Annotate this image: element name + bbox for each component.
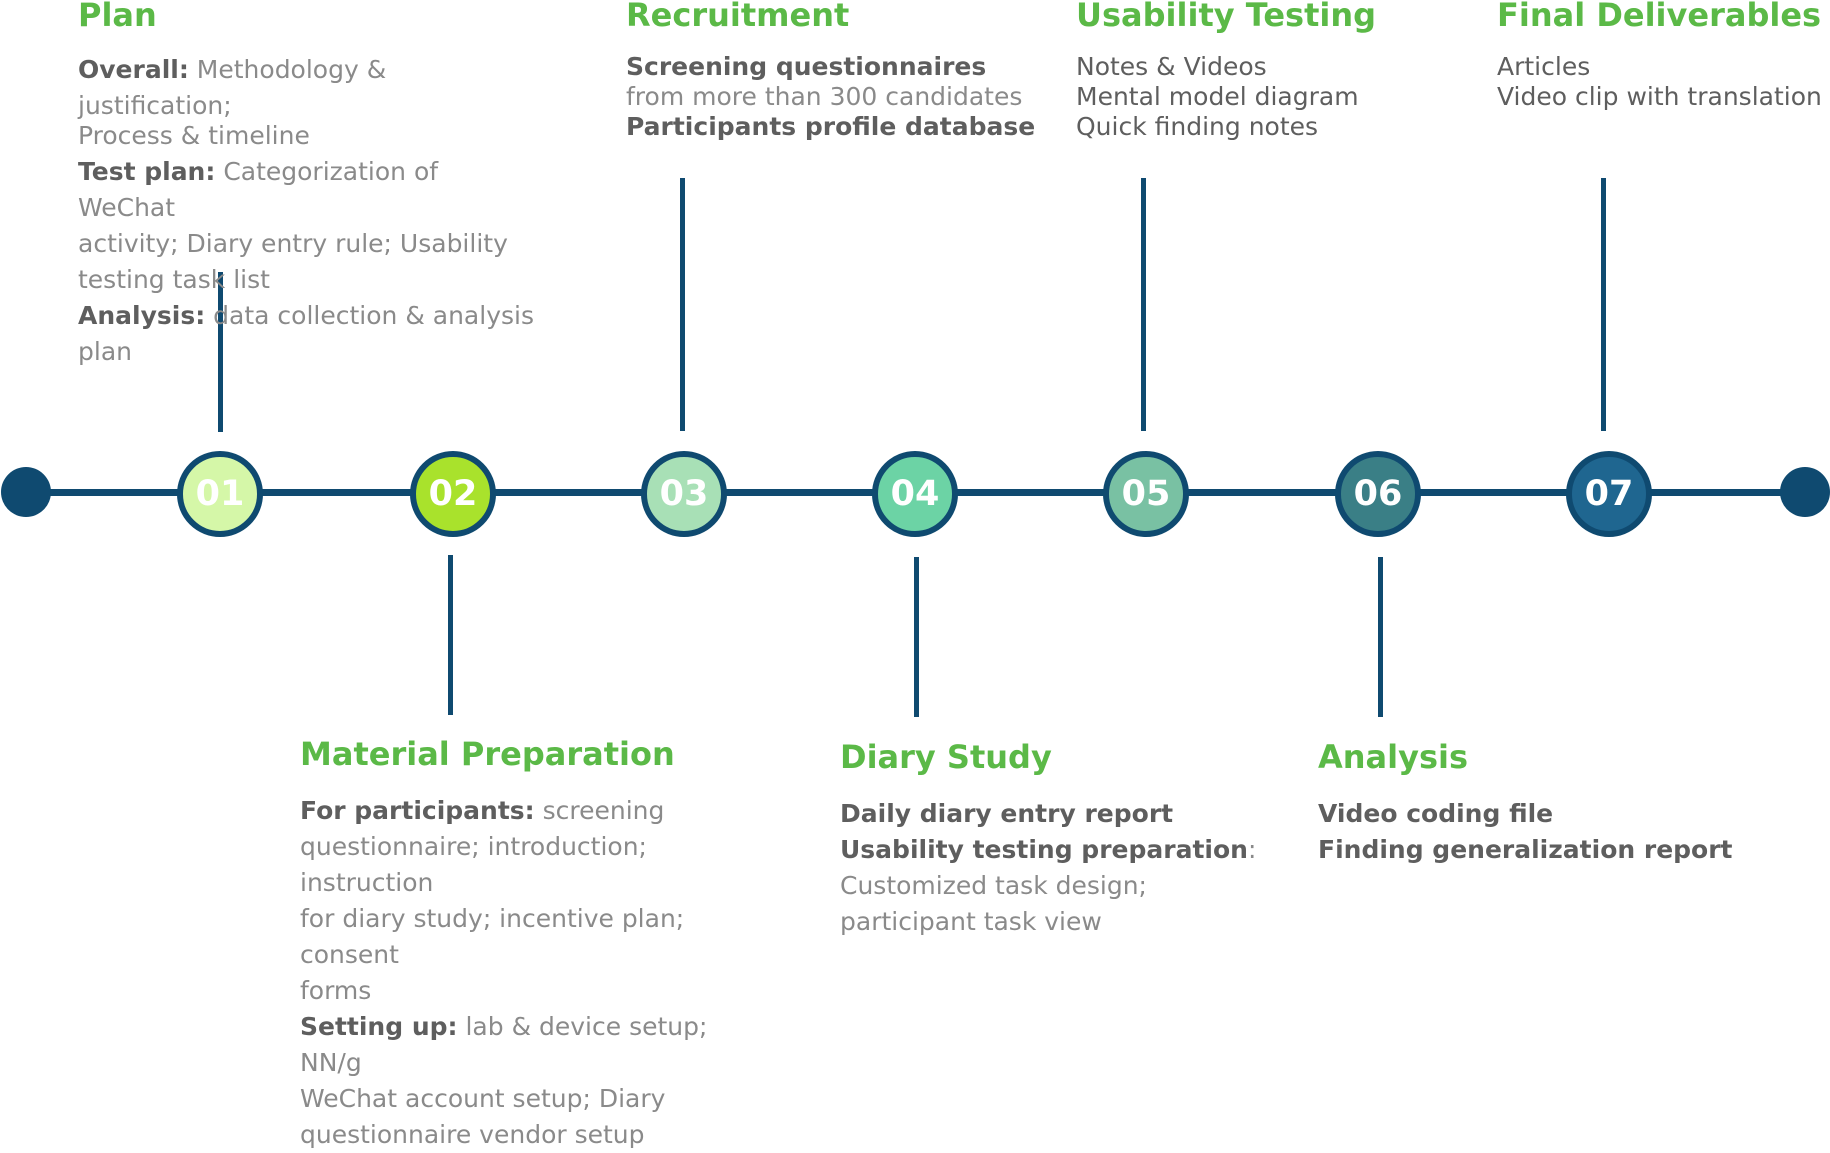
diary-description: Daily diary entry report Usability testi… — [840, 796, 1260, 940]
usability-line1: Notes & Videos — [1076, 52, 1267, 81]
plan-analysis-text: data collection & analysis plan — [78, 301, 534, 366]
material-setup-text3: questionnaire vendor setup — [300, 1120, 645, 1149]
plan-overall-line: Overall: Methodology & justification; — [78, 52, 538, 124]
plan-testplan-text3: testing task list — [78, 265, 270, 294]
plan-testplan-text: Categorization of WeChat — [78, 157, 439, 222]
analysis-description: Video coding file Finding generalization… — [1318, 796, 1738, 868]
recruitment-line3: Participants profile database — [626, 112, 1046, 142]
timeline-start-cap — [1, 467, 51, 517]
diary-line1: Daily diary entry report — [840, 796, 1260, 832]
material-participants-text4: forms — [300, 976, 372, 1005]
step-04-circle: 04 — [872, 451, 958, 537]
material-title: Material Preparation — [300, 735, 675, 773]
plan-analysis-label: Analysis: — [78, 301, 206, 330]
analysis-line2: Finding generalization report — [1318, 832, 1738, 868]
analysis-line2-text: Finding generalization report — [1318, 835, 1733, 864]
connector-06 — [1378, 557, 1383, 717]
connector-03 — [680, 178, 685, 431]
recruitment-line1-text: Screening questionnaires — [626, 52, 987, 81]
step-05-circle: 05 — [1103, 451, 1189, 537]
connector-04 — [914, 557, 919, 717]
diary-title: Diary Study — [840, 738, 1052, 776]
material-participants-line: For participants: screening — [300, 793, 760, 829]
diary-line1-text: Daily diary entry report — [840, 799, 1174, 828]
material-setup-line: Setting up: lab & device setup; NN/g — [300, 1009, 760, 1081]
step-number: 02 — [428, 474, 478, 514]
plan-overall-text2: Process & timeline — [78, 121, 310, 150]
final-description: Articles Video clip with translation — [1497, 52, 1827, 112]
final-title: Final Deliverables — [1497, 0, 1822, 34]
step-number: 05 — [1121, 474, 1171, 514]
timeline-end-cap — [1780, 467, 1830, 517]
usability-description: Notes & Videos Mental model diagram Quic… — [1076, 52, 1436, 142]
recruitment-description: Screening questionnaires from more than … — [626, 52, 1046, 142]
plan-title: Plan — [78, 0, 157, 34]
diary-line2: Usability testing preparation: — [840, 832, 1260, 868]
usability-line3: Quick finding notes — [1076, 112, 1319, 141]
material-setup-label: Setting up: — [300, 1012, 458, 1041]
usability-title: Usability Testing — [1076, 0, 1377, 34]
plan-overall-text: Methodology & justification; — [78, 55, 387, 120]
plan-testplan-line: Test plan: Categorization of WeChat — [78, 154, 538, 226]
plan-overall-label: Overall: — [78, 55, 189, 84]
recruitment-line1: Screening questionnaires — [626, 52, 1046, 82]
step-02-circle: 02 — [410, 451, 496, 537]
material-description: For participants: screening questionnair… — [300, 793, 760, 1153]
plan-description: Overall: Methodology & justification; Pr… — [78, 52, 538, 370]
material-participants-text: screening — [542, 796, 665, 825]
step-number: 03 — [659, 474, 709, 514]
step-03-circle: 03 — [641, 451, 727, 537]
material-participants-text3: for diary study; incentive plan; consent — [300, 904, 685, 969]
step-number: 04 — [890, 474, 940, 514]
diary-line4: participant task view — [840, 907, 1102, 936]
material-participants-text2: questionnaire; introduction; instruction — [300, 832, 647, 897]
plan-testplan-label: Test plan: — [78, 157, 216, 186]
diary-line3: Customized task design; — [840, 871, 1147, 900]
step-06-circle: 06 — [1335, 451, 1421, 537]
diary-line2-label: Usability testing preparation — [840, 835, 1248, 864]
connector-01 — [218, 272, 223, 432]
step-number: 01 — [195, 474, 245, 514]
recruitment-title: Recruitment — [626, 0, 850, 34]
plan-testplan-text2: activity; Diary entry rule; Usability — [78, 229, 508, 258]
final-line1: Articles — [1497, 52, 1591, 81]
recruitment-line2: from more than 300 candidates — [626, 82, 1023, 111]
step-07-circle: 07 — [1566, 451, 1652, 537]
analysis-title: Analysis — [1318, 738, 1469, 776]
step-number: 07 — [1584, 474, 1634, 514]
diary-line2-suffix: : — [1247, 835, 1257, 864]
final-line2: Video clip with translation — [1497, 82, 1822, 111]
connector-07 — [1601, 178, 1606, 431]
connector-05 — [1141, 178, 1146, 431]
material-setup-text2: WeChat account setup; Diary — [300, 1084, 666, 1113]
connector-02 — [448, 555, 453, 715]
analysis-line1: Video coding file — [1318, 796, 1738, 832]
usability-line2: Mental model diagram — [1076, 82, 1359, 111]
material-participants-label: For participants: — [300, 796, 535, 825]
analysis-line1-text: Video coding file — [1318, 799, 1554, 828]
recruitment-line3-text: Participants profile database — [626, 112, 1036, 141]
plan-analysis-line: Analysis: data collection & analysis pla… — [78, 298, 538, 370]
step-01-circle: 01 — [177, 451, 263, 537]
step-number: 06 — [1353, 474, 1403, 514]
